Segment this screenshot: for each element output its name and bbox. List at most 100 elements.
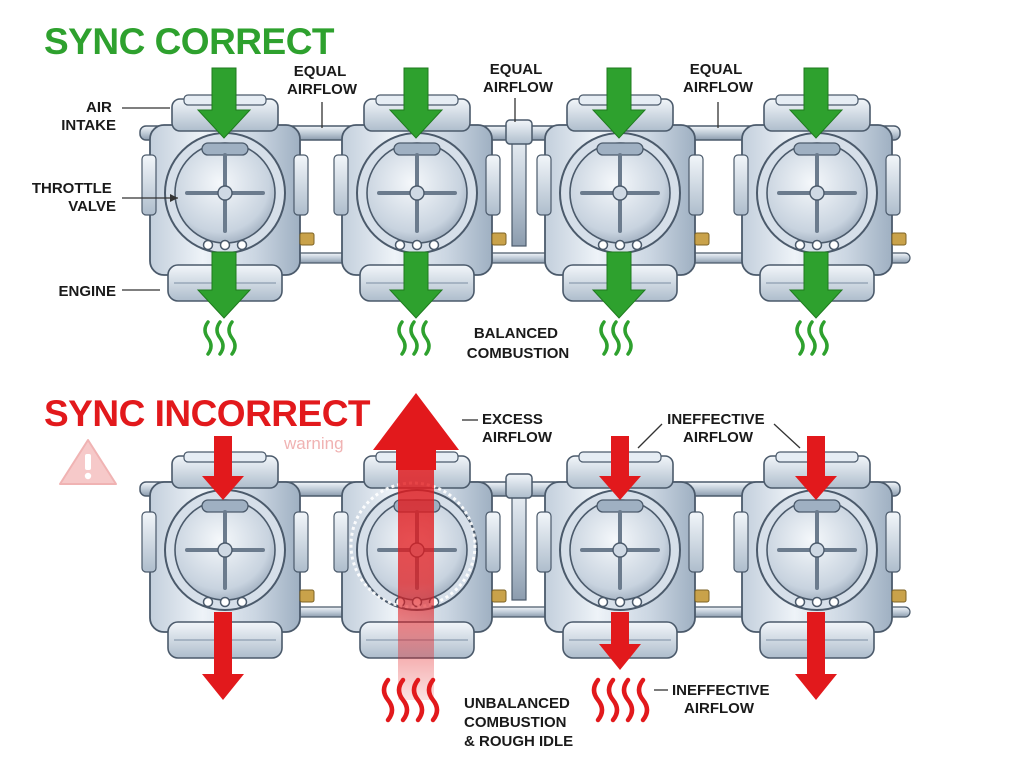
arrow-down-icon — [788, 67, 844, 139]
jet-port — [597, 239, 609, 251]
adjuster-screw — [891, 589, 907, 603]
arrow-down-icon — [202, 612, 244, 700]
arrow-down-icon — [591, 251, 647, 319]
label-equal-airflow-3: EQUAL AIRFLOW — [683, 61, 754, 96]
side-fitting — [536, 154, 552, 216]
jet-port — [236, 239, 248, 251]
label-equal-airflow-1: EQUAL AIRFLOW — [287, 63, 358, 98]
arrow-down-icon — [388, 251, 444, 319]
throttle-hub — [409, 185, 425, 201]
sync-incorrect-section: SYNC INCORRECT warning — [44, 393, 911, 750]
arrow-down-icon — [599, 612, 641, 670]
label-excess-airflow: EXCESS AIRFLOW — [482, 411, 553, 446]
throttle-hub — [612, 542, 628, 558]
adjuster-screw — [694, 232, 710, 246]
arrowhead-icon — [170, 194, 178, 202]
throttle-hub — [217, 542, 233, 558]
side-fitting — [733, 511, 749, 573]
side-fitting — [485, 511, 501, 573]
throttle-hub — [809, 185, 825, 201]
heat-wave-icon — [795, 320, 829, 356]
arrow-down-icon — [196, 251, 252, 319]
jet-port — [614, 596, 626, 608]
side-fitting — [293, 511, 309, 573]
jet-port — [811, 239, 823, 251]
jet-port — [202, 596, 214, 608]
bottom-leader-lines — [462, 419, 801, 691]
arrow-down-icon — [202, 436, 244, 500]
adjuster-screw — [491, 589, 507, 603]
jet-port — [394, 239, 406, 251]
throttle-hub — [217, 185, 233, 201]
sync-incorrect-heading: SYNC INCORRECT — [44, 393, 371, 434]
heat-wave-icon — [397, 320, 431, 356]
heat-wave-icon — [203, 320, 237, 356]
arrow-down-icon — [196, 67, 252, 139]
label-ineffective-airflow-bottom: INEFFECTIVE AIRFLOW — [672, 682, 774, 717]
label-ineffective-airflow-top: INEFFECTIVE AIRFLOW — [667, 411, 769, 446]
arrow-down-icon — [591, 67, 647, 139]
label-equal-airflow-2: EQUAL AIRFLOW — [483, 61, 554, 96]
adjuster-screw — [299, 589, 315, 603]
side-fitting — [885, 511, 901, 573]
jet-port — [411, 239, 423, 251]
throttle-hub — [612, 185, 628, 201]
label-balanced-combustion: BALANCED COMBUSTION — [467, 325, 570, 362]
bottom-exhaust-arrows — [202, 612, 837, 700]
jet-port — [811, 596, 823, 608]
carburetor-top-1 — [141, 94, 315, 302]
jet-port — [428, 239, 440, 251]
warning-triangle-icon — [59, 439, 117, 485]
jet-port — [219, 239, 231, 251]
top-leader-lines — [122, 98, 719, 291]
heat-wave-icon — [591, 677, 650, 723]
adjuster-screw — [694, 589, 710, 603]
adjuster-screw — [299, 232, 315, 246]
arrow-down-icon — [388, 67, 444, 139]
excess-airflow-arrow — [373, 393, 459, 700]
side-fitting — [485, 154, 501, 216]
arrow-down-icon — [599, 436, 641, 500]
side-fitting — [536, 511, 552, 573]
sync-correct-heading: SYNC CORRECT — [44, 21, 335, 62]
side-fitting — [141, 511, 157, 573]
side-fitting — [733, 154, 749, 216]
side-fitting — [333, 511, 349, 573]
jet-port — [794, 239, 806, 251]
top-intake-arrows — [196, 67, 844, 139]
heat-wave-icon — [599, 320, 633, 356]
label-engine: ENGINE — [58, 283, 116, 300]
side-fitting — [688, 511, 704, 573]
warning-text: warning — [283, 434, 344, 453]
side-fitting — [293, 154, 309, 216]
arrow-down-icon — [795, 612, 837, 700]
jet-port — [614, 239, 626, 251]
sync-correct-section: SYNC CORRECT — [32, 21, 911, 362]
label-unbalanced-combustion: UNBALANCED COMBUSTION & ROUGH IDLE — [464, 695, 574, 750]
carburetor-top-4 — [733, 94, 907, 302]
jet-port — [828, 239, 840, 251]
adjuster-screw — [891, 232, 907, 246]
side-fitting — [141, 154, 157, 216]
top-exhaust-arrows — [196, 251, 844, 319]
jet-port — [828, 596, 840, 608]
throttle-hub — [809, 542, 825, 558]
bottom-intake-arrows — [202, 436, 837, 500]
jet-port — [631, 596, 643, 608]
side-fitting — [885, 154, 901, 216]
label-air-intake: AIR INTAKE — [61, 99, 116, 134]
side-fitting — [688, 154, 704, 216]
jet-port — [202, 239, 214, 251]
jet-port — [631, 239, 643, 251]
label-throttle-valve: THROTTLE VALVE — [32, 180, 116, 215]
carburetor-bottom-3 — [536, 451, 710, 659]
arrow-down-icon — [788, 251, 844, 319]
arrow-up-icon — [373, 393, 459, 470]
carburetor-bottom-4 — [733, 451, 907, 659]
heat-wave-icon — [381, 677, 440, 723]
jet-port — [597, 596, 609, 608]
jet-port — [236, 596, 248, 608]
jet-port — [794, 596, 806, 608]
bottom-combustion-waves — [381, 677, 650, 723]
